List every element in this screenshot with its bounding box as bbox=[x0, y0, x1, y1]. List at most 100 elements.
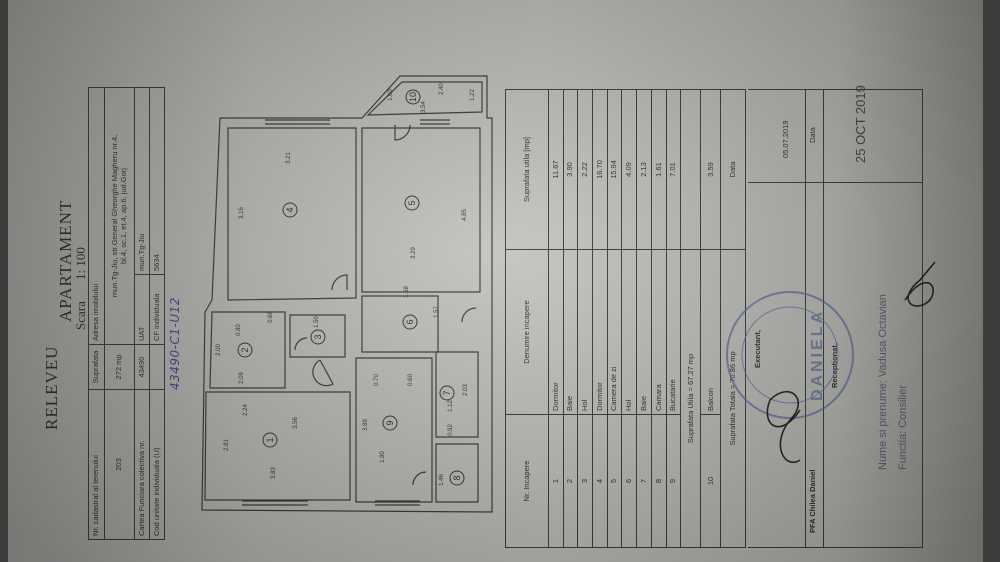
dimension-label: 3.29 bbox=[411, 247, 417, 259]
functia: Functia: Consilier bbox=[897, 385, 909, 470]
room-number-circle bbox=[404, 195, 420, 211]
room-nr: 4 bbox=[592, 414, 608, 548]
room-area: 7.01 bbox=[666, 89, 681, 250]
header-nr-incapere: Nr. Incapere bbox=[505, 414, 549, 548]
executant-label: Executant, bbox=[753, 330, 762, 368]
data-label-2: Data bbox=[808, 127, 817, 143]
room-number-1: 1 bbox=[262, 432, 278, 448]
room-area: 2.13 bbox=[636, 89, 652, 250]
room-nr: 1 bbox=[548, 414, 564, 548]
room-area: 16.70 bbox=[592, 89, 608, 250]
dimension-label: 2.40 bbox=[439, 83, 445, 95]
dimension-label: 2.09 bbox=[239, 372, 245, 384]
dimension-label: 0.70 bbox=[374, 374, 380, 386]
room-area: 3.90 bbox=[563, 89, 578, 250]
dimension-label: 1.12 bbox=[448, 400, 454, 412]
room-name: Hol bbox=[577, 249, 593, 415]
window bbox=[242, 500, 308, 506]
room-number-circle bbox=[310, 329, 326, 345]
table-row: 10 Balcon 3.59 bbox=[700, 89, 721, 548]
door-arc bbox=[312, 359, 334, 387]
room-number-7: 7 bbox=[439, 385, 455, 401]
dimension-label: 0.92 bbox=[448, 424, 454, 436]
door-arc bbox=[331, 274, 348, 291]
balcony bbox=[366, 81, 483, 116]
header-suprafata-utila: Suprafata utila [mp] bbox=[505, 89, 549, 250]
room-nr: 8 bbox=[651, 414, 666, 548]
room-number-3: 3 bbox=[310, 329, 326, 345]
inner-wall bbox=[435, 443, 479, 503]
dimension-label: 1.22 bbox=[470, 89, 476, 101]
room-nr: 9 bbox=[666, 414, 681, 548]
dimension-label: 2.03 bbox=[463, 384, 469, 396]
door-arc bbox=[461, 307, 477, 323]
rooms-list: Nr. Incapere Denumire incapere Suprafata… bbox=[505, 89, 746, 548]
room-number-label: 7 bbox=[442, 390, 452, 395]
dimension-label: 1.90 bbox=[380, 451, 386, 463]
total-suprafata: Suprafata Totala = 70.86 mp bbox=[720, 249, 746, 548]
room-name: Camera de zi bbox=[607, 249, 622, 415]
dimension-label: 3.89 bbox=[363, 419, 369, 431]
door-arc bbox=[412, 471, 427, 486]
inner-wall bbox=[209, 311, 286, 389]
room-number-circle bbox=[439, 385, 455, 401]
room-number-5: 5 bbox=[404, 195, 420, 211]
dimension-label: 1.58 bbox=[404, 286, 410, 298]
room-number-circle bbox=[262, 432, 278, 448]
room-name: Hol bbox=[621, 249, 637, 415]
room-number-circle bbox=[449, 470, 465, 486]
receptionat-date-stamp: 25 OCT 2019 bbox=[853, 85, 868, 163]
room-name: Dormitor bbox=[592, 249, 608, 415]
room-name: Camara bbox=[651, 249, 666, 415]
dimension-label: 2.00 bbox=[216, 344, 222, 356]
dimension-label: 1.46 bbox=[439, 474, 445, 486]
door-arc bbox=[294, 337, 308, 351]
room-number-label: 1 bbox=[265, 437, 275, 442]
room-number-4: 4 bbox=[282, 202, 298, 218]
inner-wall bbox=[227, 127, 357, 301]
receptionat-label: Receptionat, bbox=[830, 342, 839, 388]
inner-wall bbox=[355, 357, 433, 503]
executant-date: 05.07.2019 bbox=[781, 120, 790, 158]
dimension-label: 1.50 bbox=[314, 316, 320, 328]
dimension-label: 0.80 bbox=[236, 324, 242, 336]
data-label: Data bbox=[720, 89, 746, 250]
inner-wall bbox=[289, 314, 346, 358]
executant-name: PFA Chilea Daniel bbox=[808, 469, 817, 534]
nume-prenume: Nume si prenume: Vadusa Octavian bbox=[877, 294, 889, 470]
inner-wall bbox=[435, 351, 479, 438]
room-number-circle bbox=[382, 415, 398, 431]
room-number-6: 6 bbox=[402, 314, 418, 330]
dimension-label: 3.21 bbox=[286, 152, 292, 164]
room-area: 15.94 bbox=[607, 89, 622, 250]
window bbox=[265, 119, 330, 125]
room-number-circle bbox=[402, 314, 418, 330]
dimension-label: 0.60 bbox=[408, 374, 414, 386]
room-area: 4.09 bbox=[621, 89, 637, 250]
window bbox=[420, 119, 450, 125]
room-number-10: 10 bbox=[405, 89, 421, 105]
room-number-label: 6 bbox=[405, 319, 415, 324]
outer-wall bbox=[201, 75, 493, 513]
room-nr: 6 bbox=[621, 414, 637, 548]
room-number-9: 9 bbox=[382, 415, 398, 431]
door-arc bbox=[394, 124, 411, 141]
dimension-label: 4.85 bbox=[462, 209, 468, 221]
room-number-label: 10 bbox=[408, 92, 418, 102]
room-nr: 2 bbox=[563, 414, 578, 548]
room-nr: 3 bbox=[577, 414, 593, 548]
room-name: Balcon bbox=[700, 249, 721, 415]
room-number-circle bbox=[405, 89, 421, 105]
room-name: Baie bbox=[563, 249, 578, 415]
room-number-label: 5 bbox=[407, 200, 417, 205]
room-area: 2.22 bbox=[577, 89, 593, 250]
inner-wall bbox=[204, 391, 351, 501]
